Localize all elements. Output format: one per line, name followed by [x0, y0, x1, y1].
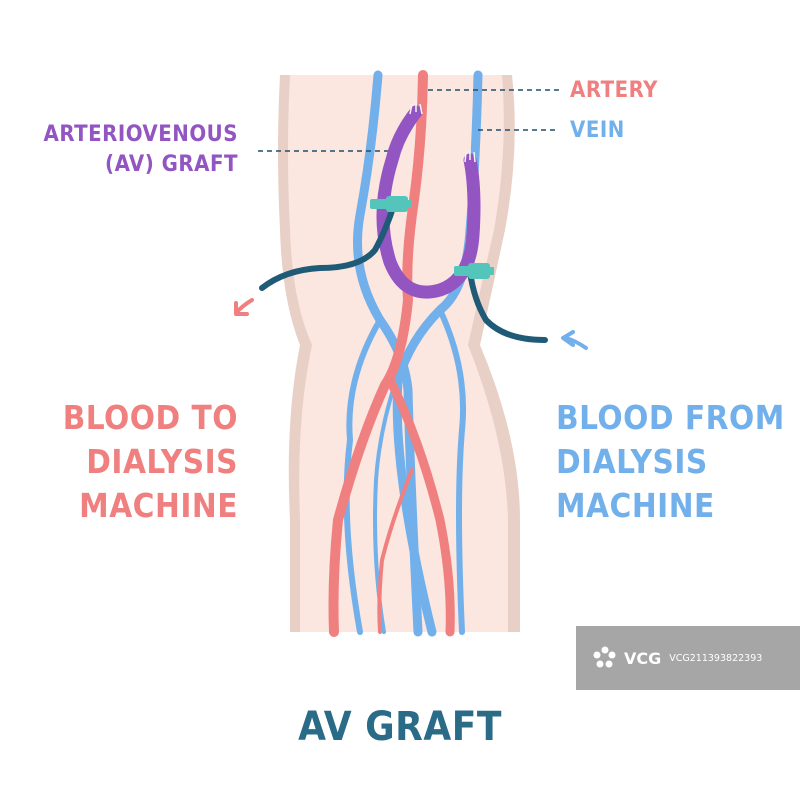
artery-main	[328, 70, 428, 637]
needle-clamps	[370, 196, 494, 279]
to-machine-line3: MACHINE	[79, 486, 238, 525]
from-machine-line1: BLOOD FROM	[556, 398, 785, 437]
inflow-tube	[467, 269, 548, 343]
dialysis-tubes	[259, 202, 548, 343]
outflow-tube	[259, 202, 397, 291]
artery-small-branch	[377, 468, 414, 634]
vein-right-lower	[437, 307, 467, 635]
anastomosis-stitches	[409, 102, 476, 163]
clamp-upper	[370, 196, 412, 212]
vein-left-outer	[343, 317, 383, 635]
arrow-from-machine-icon	[561, 330, 588, 350]
watermark-logo-icon	[593, 646, 616, 668]
flow-arrows	[234, 298, 588, 350]
artery-branch	[385, 375, 455, 637]
arteries	[328, 70, 455, 637]
vein-label: VEIN	[570, 116, 625, 146]
watermark-code: VCG211393822393	[669, 652, 763, 664]
from-machine-line3: MACHINE	[556, 486, 715, 525]
blood-from-machine-label: BLOOD FROM DIALYSIS MACHINE	[556, 396, 785, 528]
to-machine-line2: DIALYSIS	[86, 442, 238, 481]
arrow-to-machine-icon	[234, 298, 254, 316]
graft-label: ARTERIOVENOUS (AV) GRAFT	[44, 120, 239, 180]
graft-label-line2: (AV) GRAFT	[105, 152, 238, 177]
graft-label-line1: ARTERIOVENOUS	[43, 122, 238, 147]
artery-label-text: ARTERY	[570, 78, 658, 103]
artery-label: ARTERY	[570, 76, 658, 106]
diagram-title: AV GRAFT	[298, 704, 502, 750]
leader-lines	[258, 89, 562, 152]
av-graft-loop	[376, 105, 481, 299]
blood-to-machine-label: BLOOD TO DIALYSIS MACHINE	[63, 396, 238, 528]
watermark: VCG VCG211393822393	[576, 626, 800, 690]
to-machine-line1: BLOOD TO	[62, 398, 238, 437]
vein-label-text: VEIN	[570, 118, 625, 143]
from-machine-line2: DIALYSIS	[556, 442, 708, 481]
watermark-brand: VCG	[624, 648, 662, 668]
clamp-lower	[454, 263, 494, 279]
